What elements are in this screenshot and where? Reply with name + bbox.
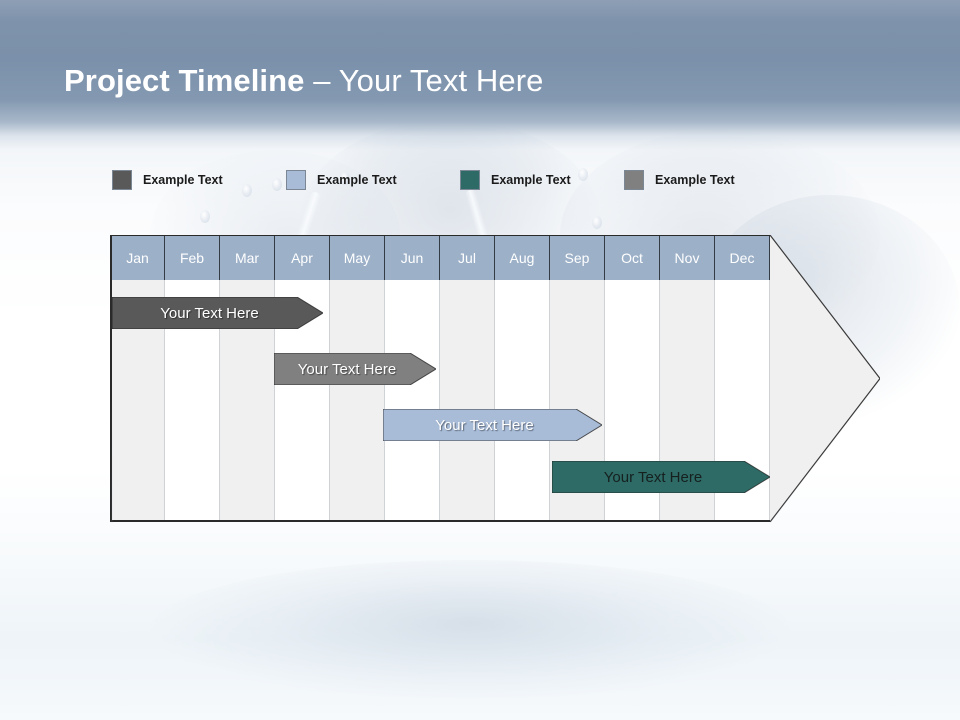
timeline-bar-arrow-shape bbox=[552, 461, 770, 493]
timeline-bar-3[interactable]: Your Text Here bbox=[383, 409, 602, 441]
page-title-separator: – bbox=[304, 63, 339, 98]
legend-item-1[interactable]: Example Text bbox=[112, 170, 223, 190]
legend-swatch-icon bbox=[112, 170, 132, 190]
timeline-column-mar bbox=[220, 235, 275, 522]
timeline-bar-label: Your Text Here bbox=[603, 468, 703, 486]
timeline-column-jan bbox=[110, 235, 165, 522]
page-title-rest: Your Text Here bbox=[338, 63, 544, 98]
month-header-apr[interactable]: Apr bbox=[275, 235, 330, 280]
month-header-oct[interactable]: Oct bbox=[605, 235, 660, 280]
legend-swatch-icon bbox=[286, 170, 306, 190]
timeline-bar-label: Your Text Here bbox=[160, 304, 259, 322]
watermark-rivet-5 bbox=[578, 168, 588, 181]
month-header-jan[interactable]: Jan bbox=[110, 235, 165, 280]
month-header-sep[interactable]: Sep bbox=[550, 235, 605, 280]
month-header-mar[interactable]: Mar bbox=[220, 235, 275, 280]
month-header-dec[interactable]: Dec bbox=[715, 235, 770, 280]
month-header-jun[interactable]: Jun bbox=[385, 235, 440, 280]
month-header-jul[interactable]: Jul bbox=[440, 235, 495, 280]
legend-swatch-icon bbox=[460, 170, 480, 190]
timeline-bar-arrow-shape bbox=[112, 297, 323, 329]
timeline-bar-label: Your Text Here bbox=[297, 360, 397, 378]
legend-item-label: Example Text bbox=[317, 173, 397, 187]
timeline-bar-2[interactable]: Your Text Here bbox=[274, 353, 436, 385]
month-header-may[interactable]: May bbox=[330, 235, 385, 280]
watermark-rivet-2 bbox=[242, 184, 252, 197]
legend-item-label: Example Text bbox=[143, 173, 223, 187]
legend-item-2[interactable]: Example Text bbox=[286, 170, 397, 190]
timeline-bar-arrow-shape bbox=[274, 353, 436, 385]
legend-swatch-icon bbox=[624, 170, 644, 190]
timeline-bar-arrow-shape bbox=[383, 409, 602, 441]
timeline-bar-1[interactable]: Your Text Here bbox=[112, 297, 323, 329]
watermark-rivet-7 bbox=[272, 178, 282, 191]
month-header-aug[interactable]: Aug bbox=[495, 235, 550, 280]
timeline-column-feb bbox=[165, 235, 220, 522]
legend-item-3[interactable]: Example Text bbox=[460, 170, 571, 190]
timeline-column-aug bbox=[495, 235, 550, 522]
watermark-rivet-1 bbox=[200, 210, 210, 223]
legend-item-4[interactable]: Example Text bbox=[624, 170, 735, 190]
watermark-rivet-6 bbox=[592, 216, 602, 229]
reflection-glow bbox=[150, 560, 790, 700]
month-header-nov[interactable]: Nov bbox=[660, 235, 715, 280]
timeline-bar-4[interactable]: Your Text Here bbox=[552, 461, 770, 493]
timeline-column-jul bbox=[440, 235, 495, 522]
month-header-feb[interactable]: Feb bbox=[165, 235, 220, 280]
page-title-bold: Project Timeline bbox=[64, 63, 305, 98]
page-title: Project Timeline – Your Text Here bbox=[64, 60, 543, 102]
timeline-bar-label: Your Text Here bbox=[435, 416, 534, 434]
legend-item-label: Example Text bbox=[655, 173, 735, 187]
legend-item-label: Example Text bbox=[491, 173, 571, 187]
